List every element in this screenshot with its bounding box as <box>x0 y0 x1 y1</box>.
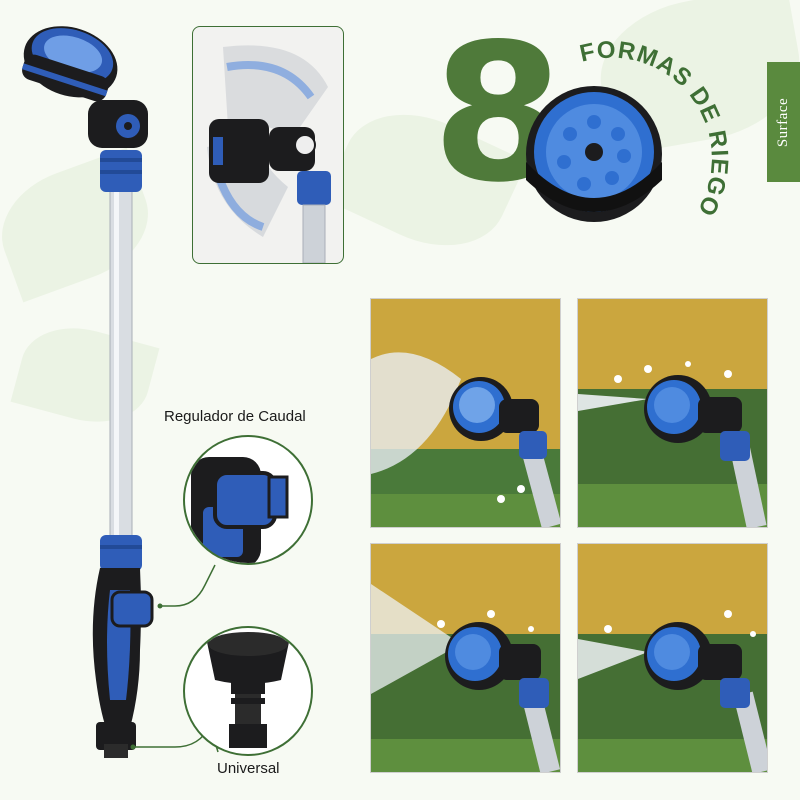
arc-text-path: FORMAS DE RIEGO <box>577 36 730 220</box>
watering-wand <box>21 26 154 758</box>
spray-photo-jet <box>577 298 768 528</box>
spray-photo-shower <box>370 298 561 528</box>
spray-photo-flat <box>577 543 768 773</box>
nozzle-face-icon <box>526 86 662 222</box>
flow-regulator-detail <box>183 435 313 565</box>
brand-tag: Surface <box>767 62 800 182</box>
brand-name: Surface <box>775 97 791 147</box>
universal-connector-detail <box>183 626 313 756</box>
spray-photo-cone <box>370 543 561 773</box>
svg-text:FORMAS DE RIEGO: FORMAS DE RIEGO <box>577 36 730 220</box>
swivel-detail-inset <box>192 26 344 264</box>
spray-patterns-arc-text: FORMAS DE RIEGO <box>577 36 730 220</box>
universal-label: Universal <box>217 760 280 777</box>
flow-regulator-label: Regulador de Caudal <box>164 408 306 425</box>
